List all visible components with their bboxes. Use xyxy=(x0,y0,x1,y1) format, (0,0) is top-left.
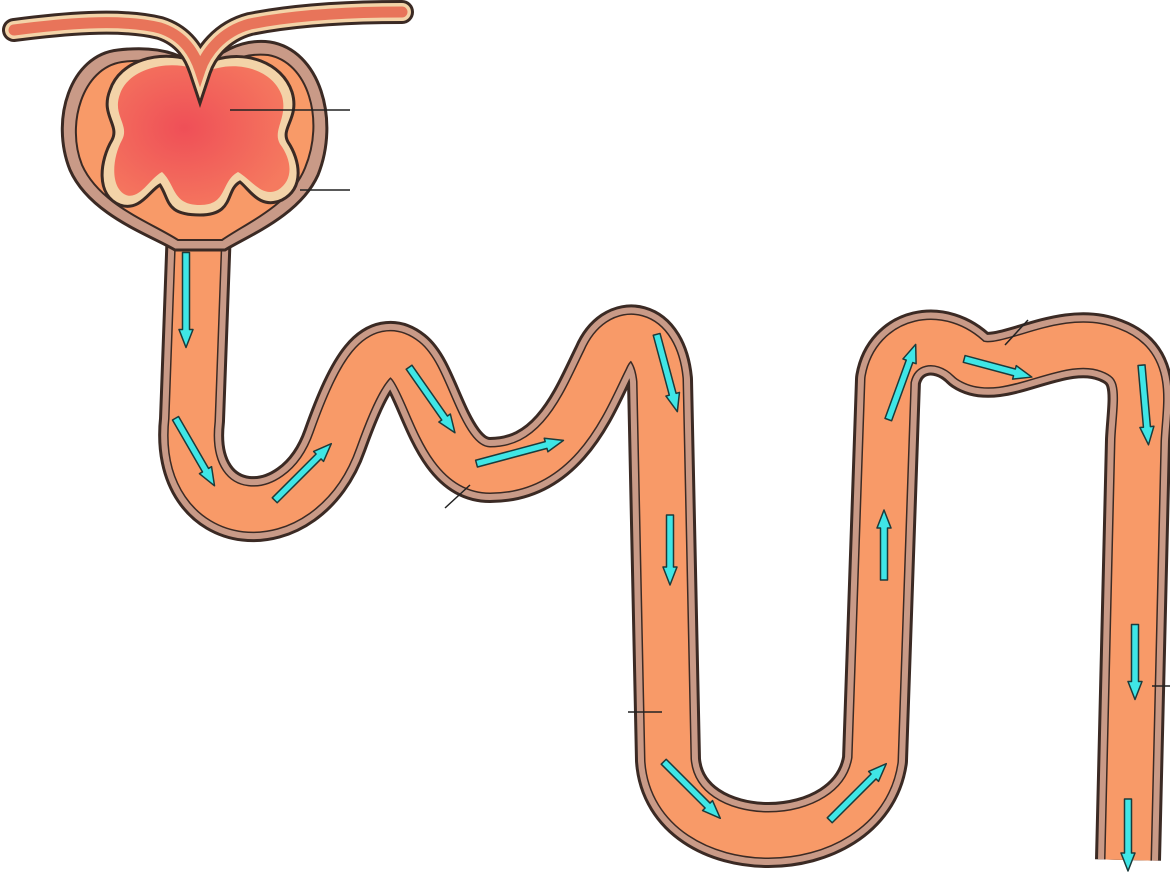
arterioles xyxy=(14,12,402,70)
